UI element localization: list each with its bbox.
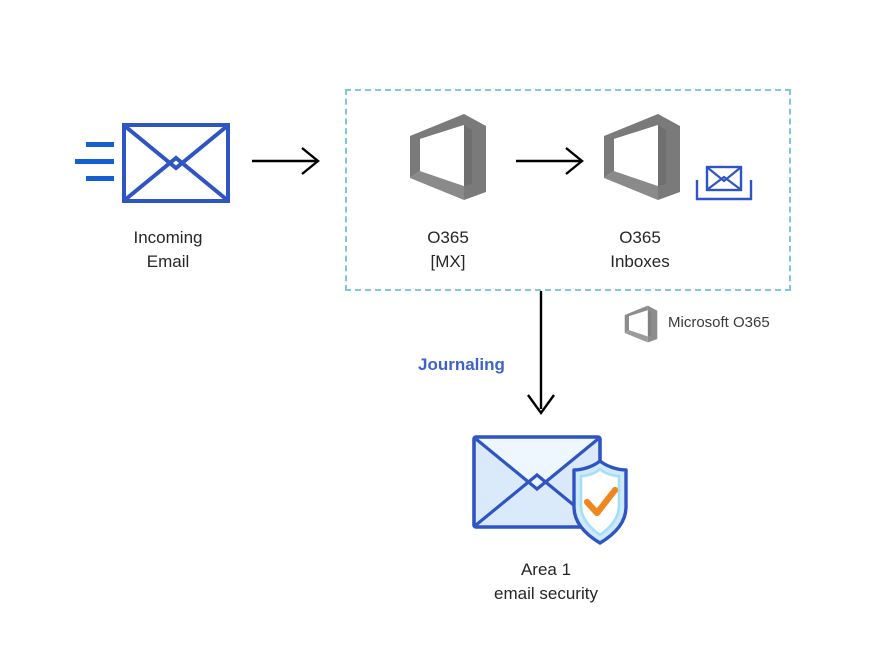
arrow-mx-to-inboxes [516,145,588,177]
o365-mx-label: O365 [MX] [368,226,528,274]
area1-label-line1: Area 1 [520,560,572,579]
o365-mx-node[interactable] [404,108,492,206]
o365-mx-label-line2: [MX] [430,252,466,271]
arrow-down-icon [527,291,555,416]
envelope-with-speed-lines-icon [75,123,230,203]
arrow-incoming-to-mx [252,145,324,177]
incoming-email-label-line1: Incoming [133,228,203,247]
office-365-logo-icon [624,305,658,343]
o365-mx-label-line1: O365 [427,228,469,247]
incoming-email-node[interactable] [70,115,235,215]
arrow-right-icon [516,147,584,175]
area1-node[interactable] [470,433,630,551]
inbox-tray-envelope-icon [695,165,753,201]
envelope-shield-check-icon [472,435,628,545]
office-365-logo-icon [604,114,680,200]
arrow-right-icon [252,147,320,175]
o365-inboxes-node[interactable] [598,108,686,206]
legend-o365-icon-wrap [620,303,662,345]
o365-inboxes-label-line2: Inboxes [610,252,670,271]
arrow-inboxes-to-area1 [524,291,558,421]
area1-label: Area 1 email security [463,558,629,606]
o365-inboxes-label-line1: O365 [619,228,661,247]
legend-label: Microsoft O365 [668,314,770,331]
office-365-logo-icon [410,114,486,200]
incoming-email-label-line2: Email [146,252,190,271]
journaling-edge-label: Journaling [418,355,505,374]
o365-inbox-badge [693,162,755,204]
microsoft-o365-zone [345,89,791,291]
area1-label-line2: email security [494,584,598,603]
